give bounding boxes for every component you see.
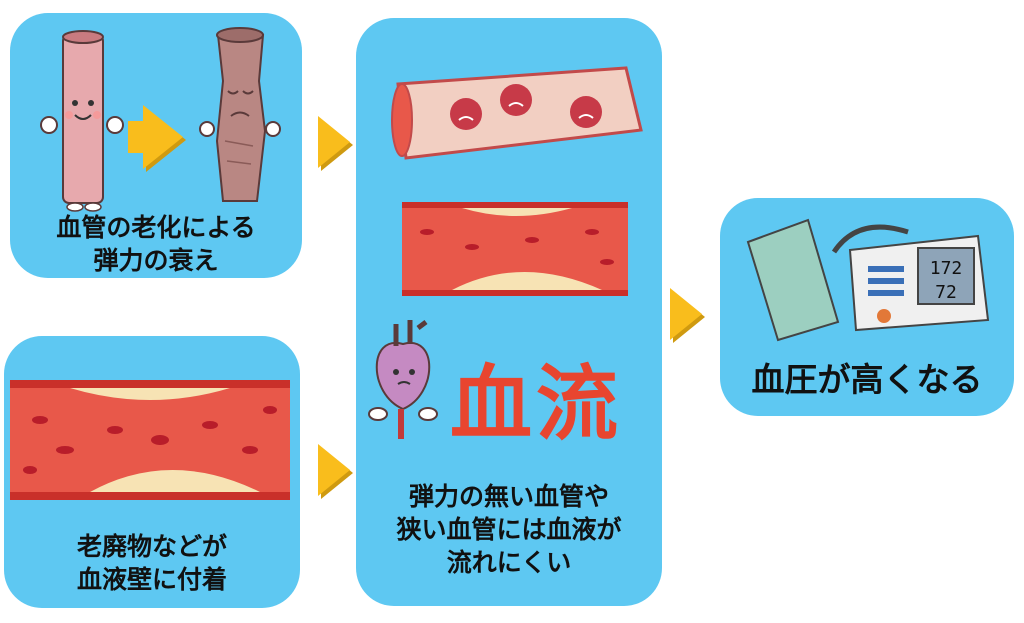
arrow-right-icon xyxy=(318,444,350,496)
flow-caption: 弾力の無い血管や 狭い血管には血液が 流れにくい xyxy=(396,482,622,577)
stiff-vessel-illustration xyxy=(391,66,643,160)
heart-character-illustration xyxy=(368,320,438,439)
blood-pressure-monitor-icon: 172 72 xyxy=(746,218,990,342)
narrowed-vessel-illustration xyxy=(402,202,628,296)
inner-arrow-icon xyxy=(143,105,183,169)
young-vessel-illustration xyxy=(40,30,124,212)
panel-high-blood-pressure: 172 72 血圧が高くなる xyxy=(720,198,1014,416)
monitor-reading-bottom: 72 xyxy=(935,282,957,303)
aging-caption: 血管の老化による 弾力の衰え xyxy=(56,213,256,275)
blood-flow-label: 血流 xyxy=(450,357,623,452)
deposit-caption: 老廃物などが 血液壁に付着 xyxy=(76,532,227,594)
arrow-right-icon xyxy=(318,116,350,168)
arrow-right-icon xyxy=(670,288,702,340)
inner-arrow-shaft xyxy=(128,121,146,153)
aged-vessel-illustration xyxy=(199,27,281,202)
panel-vessel-aging: 血管の老化による 弾力の衰え xyxy=(10,13,302,278)
panel-plaque-deposit: 老廃物などが 血液壁に付着 xyxy=(4,336,300,608)
panel-blood-flow: 血流 弾力の無い血管や 狭い血管には血液が 流れにくい xyxy=(356,18,662,606)
narrowed-vessel-illustration xyxy=(10,380,290,500)
result-caption: 血圧が高くなる xyxy=(751,360,983,399)
monitor-reading-top: 172 xyxy=(930,258,963,279)
